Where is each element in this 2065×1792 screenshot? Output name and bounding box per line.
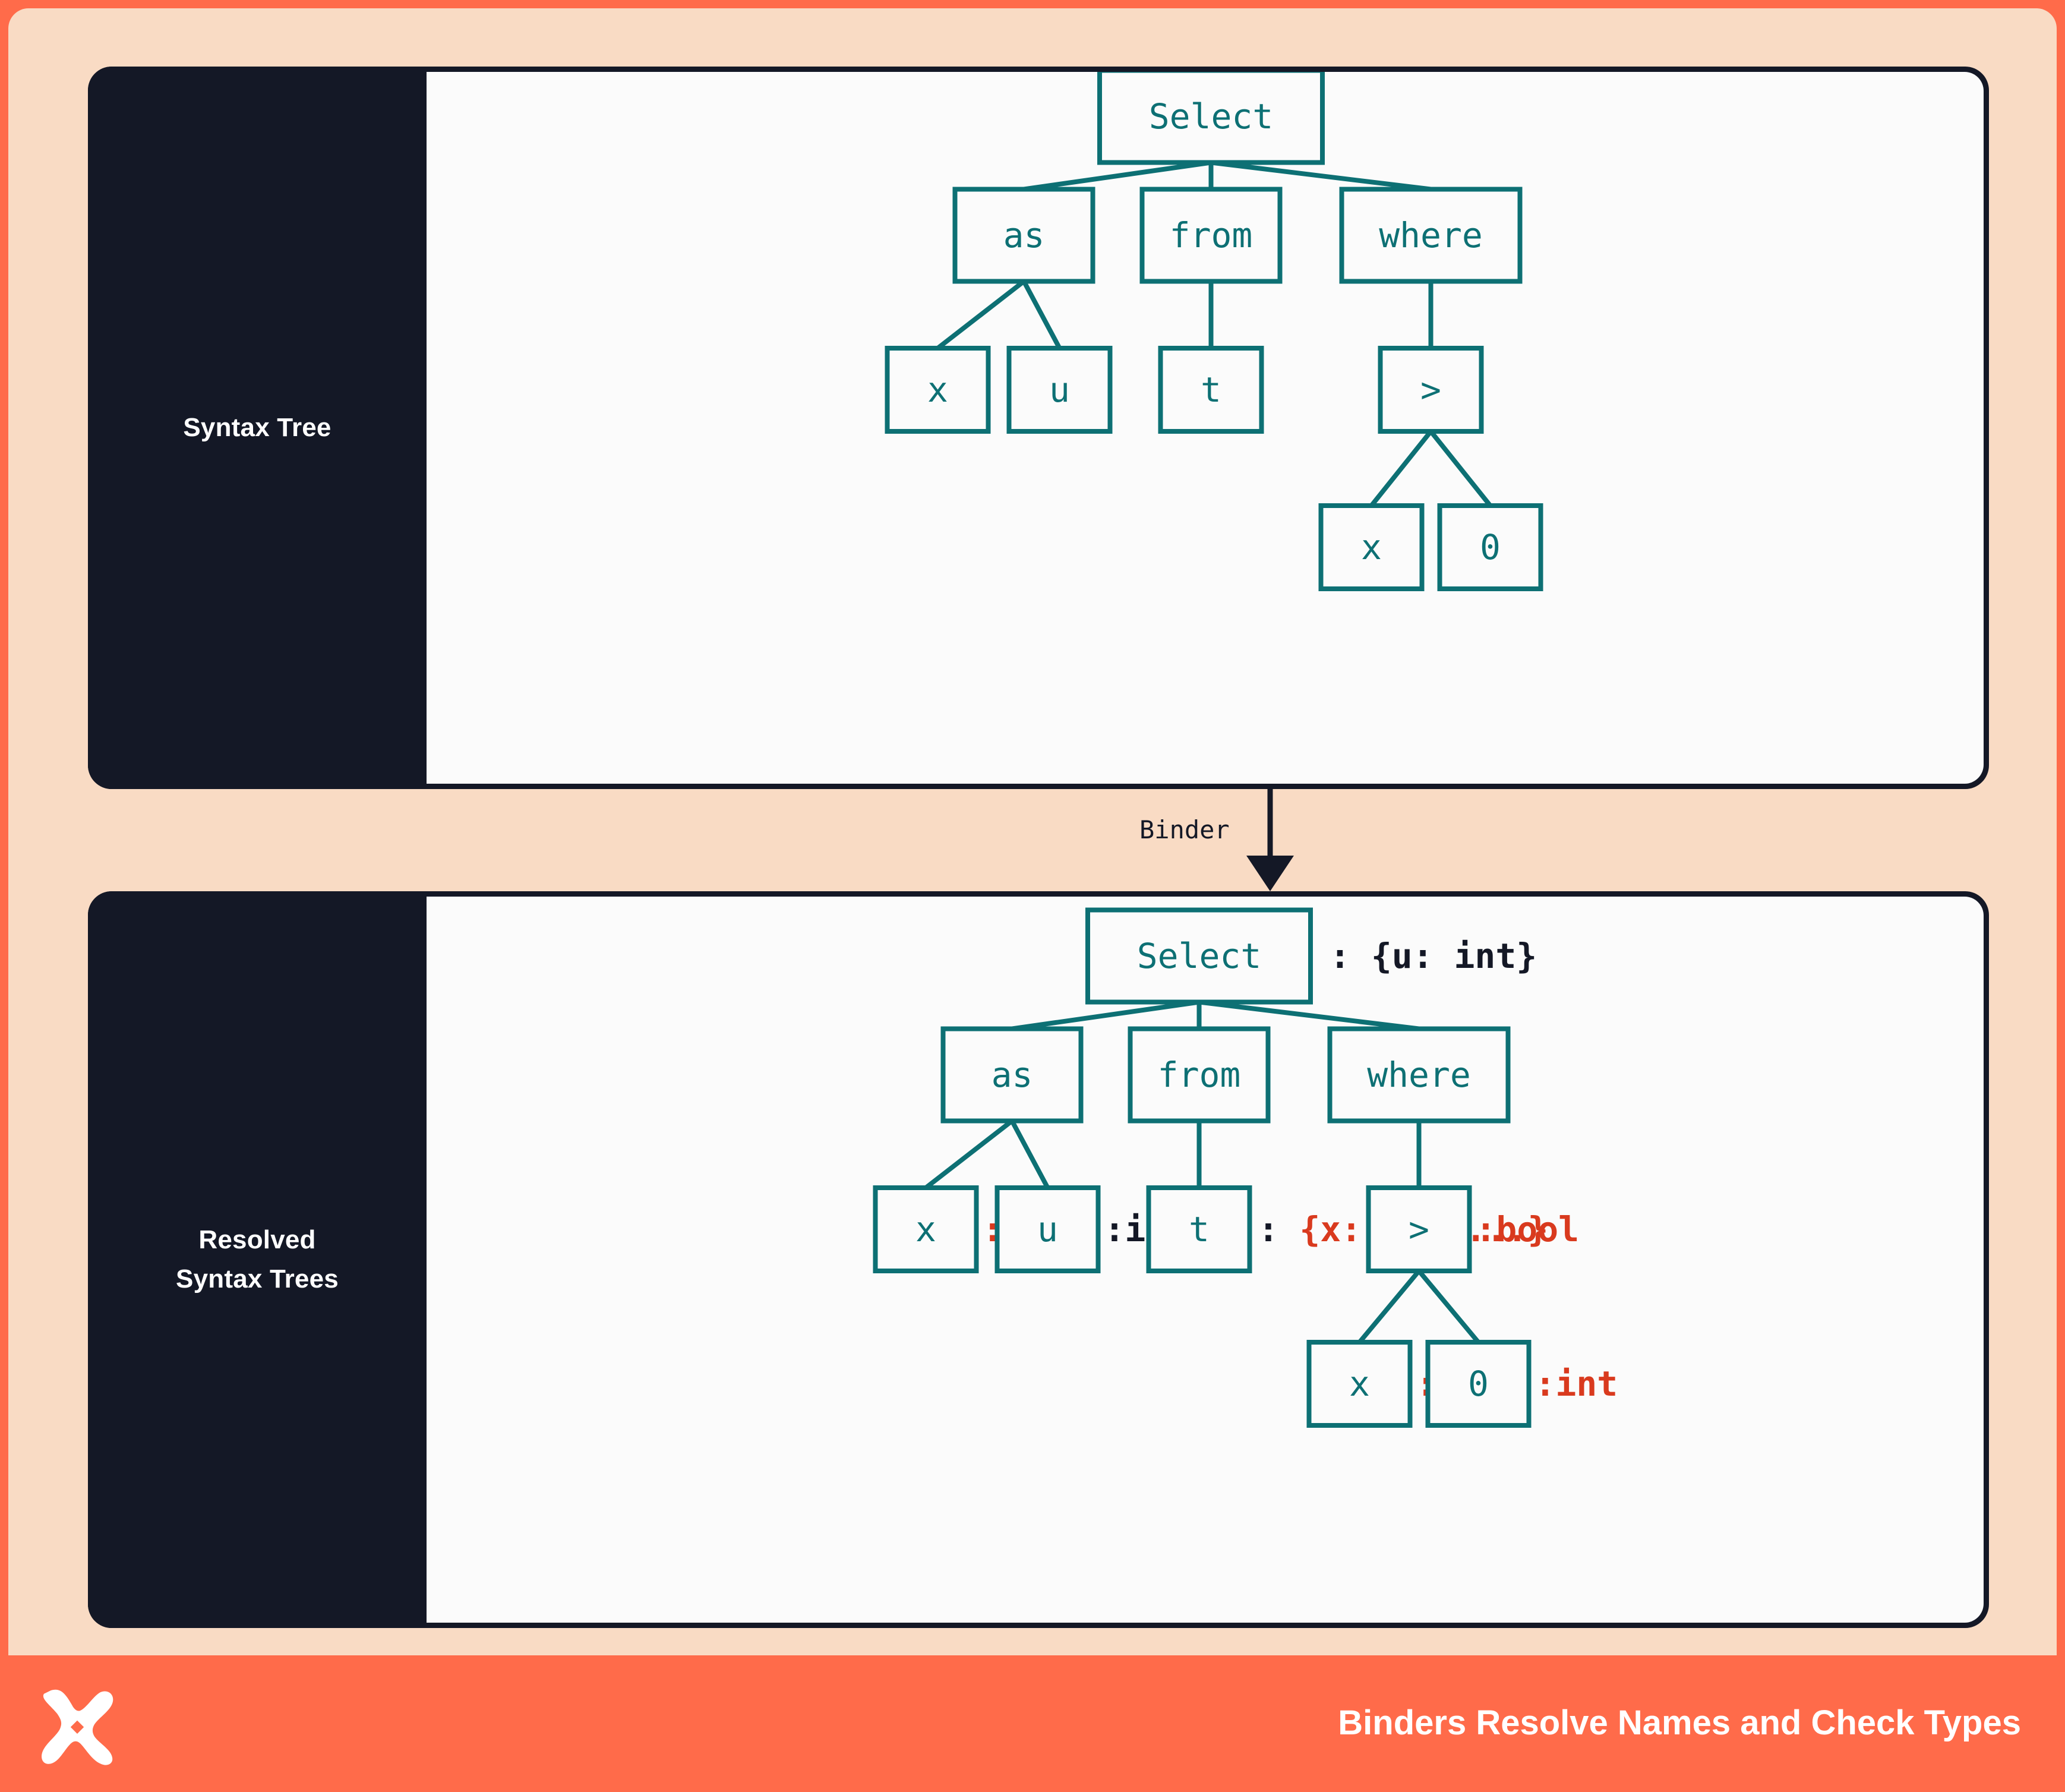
tree-node-0[interactable]: 0 [1425, 1340, 1532, 1428]
node-label: x [1349, 1364, 1370, 1404]
node-box[interactable] [873, 1185, 979, 1273]
tree-node-from[interactable]: from [1128, 1026, 1271, 1124]
binder-arrow-icon [1246, 789, 1294, 891]
node-label: where [1367, 1055, 1471, 1095]
tree-node-t[interactable]: t [1146, 1185, 1252, 1273]
tree-node-u[interactable]: u [994, 1185, 1101, 1273]
panel-label-text: Syntax Tree [183, 413, 331, 442]
node-box[interactable] [1339, 187, 1523, 284]
tree-node-from[interactable]: from [1139, 187, 1283, 284]
node-label: t [1201, 370, 1221, 410]
node-label: 0 [1468, 1364, 1489, 1404]
node-box[interactable] [1158, 346, 1264, 434]
node-label: from [1158, 1055, 1241, 1095]
node-box[interactable] [952, 187, 1095, 284]
tree-node-where[interactable]: where [1327, 1026, 1511, 1124]
footer-caption: Binders Resolve Names and Check Types [1338, 1703, 2021, 1742]
tree-node-select[interactable]: Select [1085, 907, 1313, 1005]
panel-label-line-1: Resolved [198, 1225, 316, 1254]
tree-node-[interactable]: > [1378, 346, 1484, 434]
node-label: as [992, 1055, 1033, 1095]
x-mark-logo-icon [42, 1689, 113, 1765]
node-type-annotation: :bool [1476, 1209, 1580, 1250]
node-label: u [1049, 370, 1070, 410]
syntax-tree-svg: Select as from where x u t > x 0 [885, 72, 1543, 591]
node-label: as [1003, 215, 1045, 255]
node-box[interactable] [1425, 1340, 1532, 1428]
tree-edge [1199, 999, 1419, 1031]
node-label: 0 [1480, 527, 1501, 567]
tree-node-where[interactable]: where [1339, 187, 1523, 284]
node-box[interactable] [1378, 346, 1484, 434]
tree-edge [1011, 999, 1200, 1031]
node-box[interactable] [885, 346, 991, 434]
binder-label: Binder [1139, 815, 1230, 844]
node-box[interactable] [994, 1185, 1101, 1273]
node-label: u [1037, 1209, 1058, 1250]
tree-edge [924, 1119, 1013, 1190]
tree-edge [1009, 1119, 1050, 1189]
node-label: Select [1137, 936, 1262, 976]
tree-node-t[interactable]: t [1158, 346, 1264, 434]
tree-node-[interactable]: > [1366, 1185, 1472, 1273]
node-type-annotation: :int [1535, 1364, 1618, 1404]
node-label: > [1409, 1209, 1429, 1250]
tree-edge [1417, 1269, 1480, 1344]
binder-transition: Binder [88, 789, 1989, 891]
node-label: t [1189, 1209, 1210, 1250]
tree-edge [1369, 430, 1433, 507]
tree-node-x[interactable]: x [885, 346, 991, 434]
tree-node-x[interactable]: x [1318, 503, 1425, 591]
node-label: x [915, 1209, 936, 1250]
node-label: where [1379, 215, 1483, 255]
node-box[interactable] [1318, 503, 1425, 591]
node-box[interactable] [1366, 1185, 1472, 1273]
node-box[interactable] [1306, 1340, 1413, 1428]
node-box[interactable] [1437, 503, 1543, 591]
node-box[interactable] [940, 1026, 1084, 1124]
node-box[interactable] [1327, 1026, 1511, 1124]
tree-node-x[interactable]: x [1306, 1340, 1413, 1428]
panel-label-line-2: Syntax Trees [176, 1264, 339, 1293]
panel-label-resolved-syntax-trees: Resolved Syntax Trees [88, 891, 427, 1628]
tree-edge [1429, 430, 1492, 507]
tree-edge [1023, 160, 1212, 192]
node-label: x [1361, 527, 1382, 567]
tree-node-select[interactable]: Select [1097, 72, 1325, 165]
node-box[interactable] [1139, 187, 1283, 284]
node-box[interactable] [1006, 346, 1113, 434]
node-label: Select [1149, 96, 1274, 137]
node-label: > [1420, 370, 1441, 410]
tree-edge [1211, 160, 1431, 192]
node-box[interactable] [1128, 1026, 1271, 1124]
node-box[interactable] [1146, 1185, 1252, 1273]
tree-canvas-resolved: Select: {u: int}asfromwherex:intu:intt: … [427, 897, 1984, 1623]
tree-canvas-syntax: Select as from where x u t > x 0 [427, 72, 1984, 784]
panel-resolved-syntax-trees: Resolved Syntax Trees Select : {u: int} as… [88, 891, 1989, 1628]
tree-node-0[interactable]: 0 [1437, 503, 1543, 591]
tree-node-u[interactable]: u [1006, 346, 1113, 434]
tree-node-x[interactable]: x [873, 1185, 979, 1273]
tree-node-as[interactable]: as [952, 187, 1095, 284]
node-type-annotation: : {u: int} [1330, 936, 1537, 976]
resolved-syntax-tree-svg: Select: {u: int}asfromwherex:intu:intt: … [873, 907, 1618, 1428]
node-box[interactable] [1085, 907, 1313, 1005]
node-label: x [927, 370, 948, 410]
tree-edge [1357, 1269, 1421, 1344]
tree-node-as[interactable]: as [940, 1026, 1084, 1124]
footer-bar: Binders Resolve Names and Check Types [0, 1658, 2065, 1792]
tree-edge [936, 279, 1025, 351]
panel-syntax-tree: Syntax Tree Select as from where x u t > x 0 [88, 67, 1989, 789]
node-label: from [1170, 215, 1253, 255]
node-box[interactable] [1097, 72, 1325, 165]
tree-edge [1021, 280, 1062, 349]
panel-label-syntax-tree: Syntax Tree [88, 67, 427, 789]
